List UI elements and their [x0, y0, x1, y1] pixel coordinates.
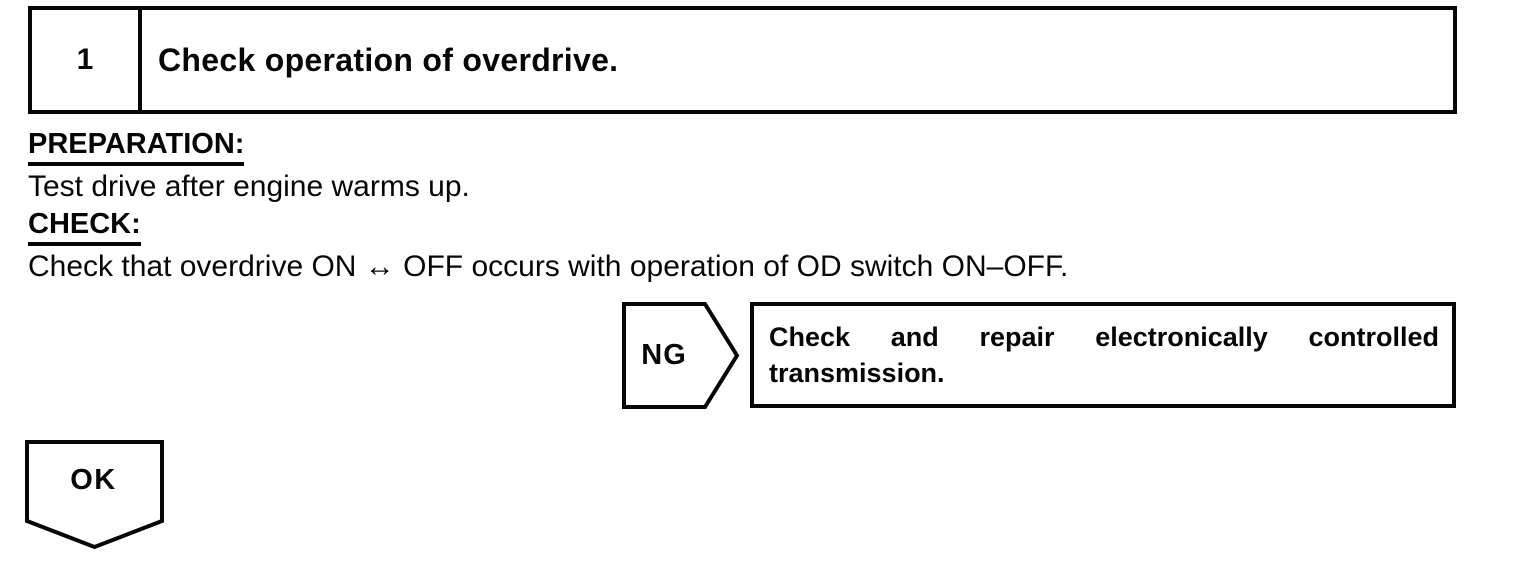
step-header-box: 1 Check operation of overdrive.: [28, 6, 1457, 114]
ng-label: NG: [641, 339, 687, 371]
instruction-text-block: PREPARATION: Test drive after engine war…: [28, 128, 1458, 288]
ng-action-text: Check and repair electronically controll…: [769, 322, 1439, 388]
step-number: 1: [32, 10, 142, 110]
preparation-body: Test drive after engine warms up.: [28, 170, 470, 203]
step-title: Check operation of overdrive.: [158, 41, 619, 78]
ok-connector: OK: [25, 440, 165, 550]
check-heading: CHECK:: [28, 208, 1458, 248]
ng-action-box: Check and repair electronically controll…: [750, 302, 1456, 408]
ok-label: OK: [70, 464, 117, 496]
preparation-heading: PREPARATION:: [28, 128, 1458, 168]
ng-connector: NG: [622, 302, 740, 409]
preparation-heading-label: PREPARATION:: [28, 129, 245, 166]
check-heading-label: CHECK:: [28, 209, 141, 246]
check-body: Check that overdrive ON ↔ OFF occurs wit…: [28, 250, 1069, 283]
ng-pentagon-right-icon: [622, 302, 740, 409]
ok-pentagon-down-icon: [25, 440, 164, 550]
